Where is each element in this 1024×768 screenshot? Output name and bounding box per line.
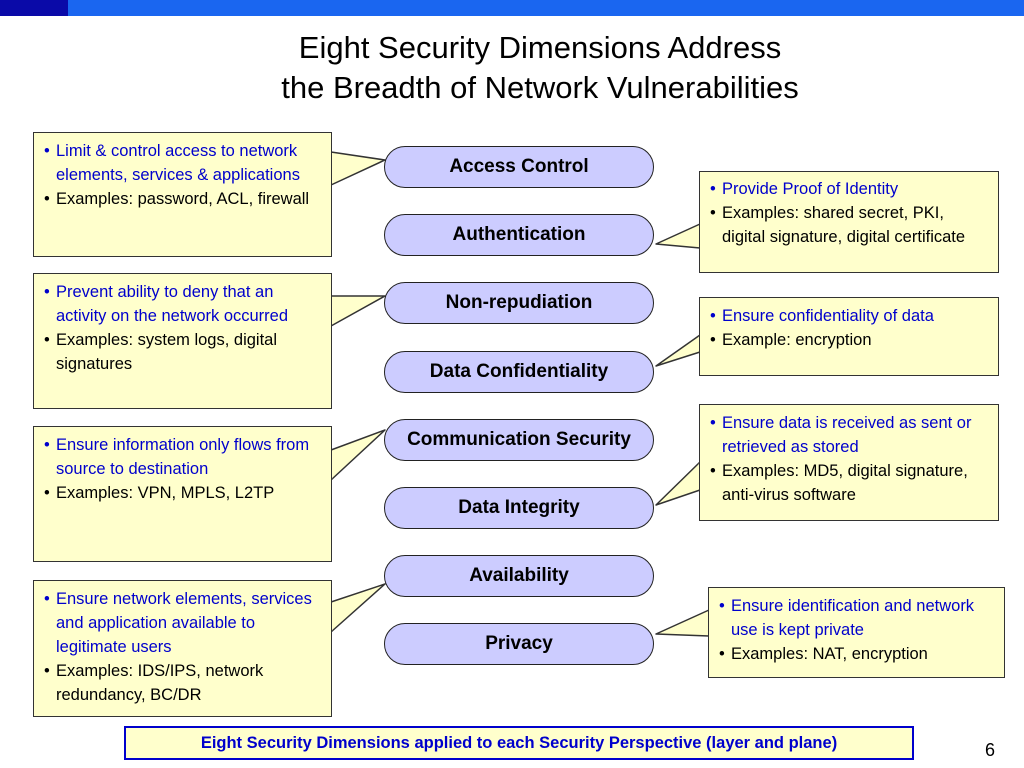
note-point: Ensure data is received as sent or retri… xyxy=(708,411,990,459)
page-number: 6 xyxy=(985,740,996,760)
footer-banner: Eight Security Dimensions applied to eac… xyxy=(124,726,914,760)
note-examples: Examples: MD5, digital signature, anti-v… xyxy=(708,459,990,507)
dimension-non-repudiation: Non-repudiation xyxy=(384,282,654,324)
right-note-authentication: Provide Proof of Identity Examples: shar… xyxy=(699,171,999,273)
callout-tail-authentication xyxy=(655,223,701,249)
note-point: Ensure identification and network use is… xyxy=(717,594,996,642)
note-point: Limit & control access to network elemen… xyxy=(42,139,323,187)
callout-tail-data-integrity xyxy=(655,461,701,506)
callout-tail-non-repudiation xyxy=(330,295,386,327)
left-note-access-control: Limit & control access to network elemen… xyxy=(33,132,332,257)
right-note-data-confidentiality: Ensure confidentiality of data Example: … xyxy=(699,297,999,376)
callout-tail-communication-security xyxy=(330,429,386,481)
slide-title-line-1: Eight Security Dimensions Address xyxy=(298,30,782,65)
note-examples: Example: encryption xyxy=(708,328,990,352)
dimension-communication-security: Communication Security xyxy=(384,419,654,461)
slide-title-line-2: the Breadth of Network Vulnerabilities xyxy=(281,70,799,105)
dimension-availability: Availability xyxy=(384,555,654,597)
note-examples: Examples: NAT, encryption xyxy=(717,642,996,666)
note-point: Ensure confidentiality of data xyxy=(708,304,990,328)
note-examples: Examples: system logs, digital signature… xyxy=(42,328,323,376)
callout-tail-privacy xyxy=(655,609,710,637)
left-note-communication-security: Ensure information only flows from sourc… xyxy=(33,426,332,562)
dimension-access-control: Access Control xyxy=(384,146,654,188)
note-point: Provide Proof of Identity xyxy=(708,177,990,201)
dimension-authentication: Authentication xyxy=(384,214,654,256)
top-accent-bar xyxy=(0,0,1024,16)
left-note-non-repudiation: Prevent ability to deny that an activity… xyxy=(33,273,332,409)
note-examples: Examples: password, ACL, firewall xyxy=(42,187,323,211)
note-examples: Examples: IDS/IPS, network redundancy, B… xyxy=(42,659,323,707)
top-accent-bar-corner xyxy=(0,0,68,16)
note-point: Ensure information only flows from sourc… xyxy=(42,433,323,481)
left-note-availability: Ensure network elements, services and ap… xyxy=(33,580,332,717)
callout-tail-access-control xyxy=(330,151,386,186)
dimension-data-confidentiality: Data Confidentiality xyxy=(384,351,654,393)
right-note-privacy: Ensure identification and network use is… xyxy=(708,587,1005,678)
dimension-data-integrity: Data Integrity xyxy=(384,487,654,529)
right-note-data-integrity: Ensure data is received as sent or retri… xyxy=(699,404,999,521)
slide-title: Eight Security Dimensions Address the Br… xyxy=(0,28,1024,108)
note-point: Prevent ability to deny that an activity… xyxy=(42,280,323,328)
note-examples: Examples: shared secret, PKI, digital si… xyxy=(708,201,990,249)
dimension-privacy: Privacy xyxy=(384,623,654,665)
callout-tail-availability xyxy=(330,583,386,633)
note-examples: Examples: VPN, MPLS, L2TP xyxy=(42,481,323,505)
callout-tail-data-confidentiality xyxy=(655,334,701,367)
note-point: Ensure network elements, services and ap… xyxy=(42,587,323,659)
